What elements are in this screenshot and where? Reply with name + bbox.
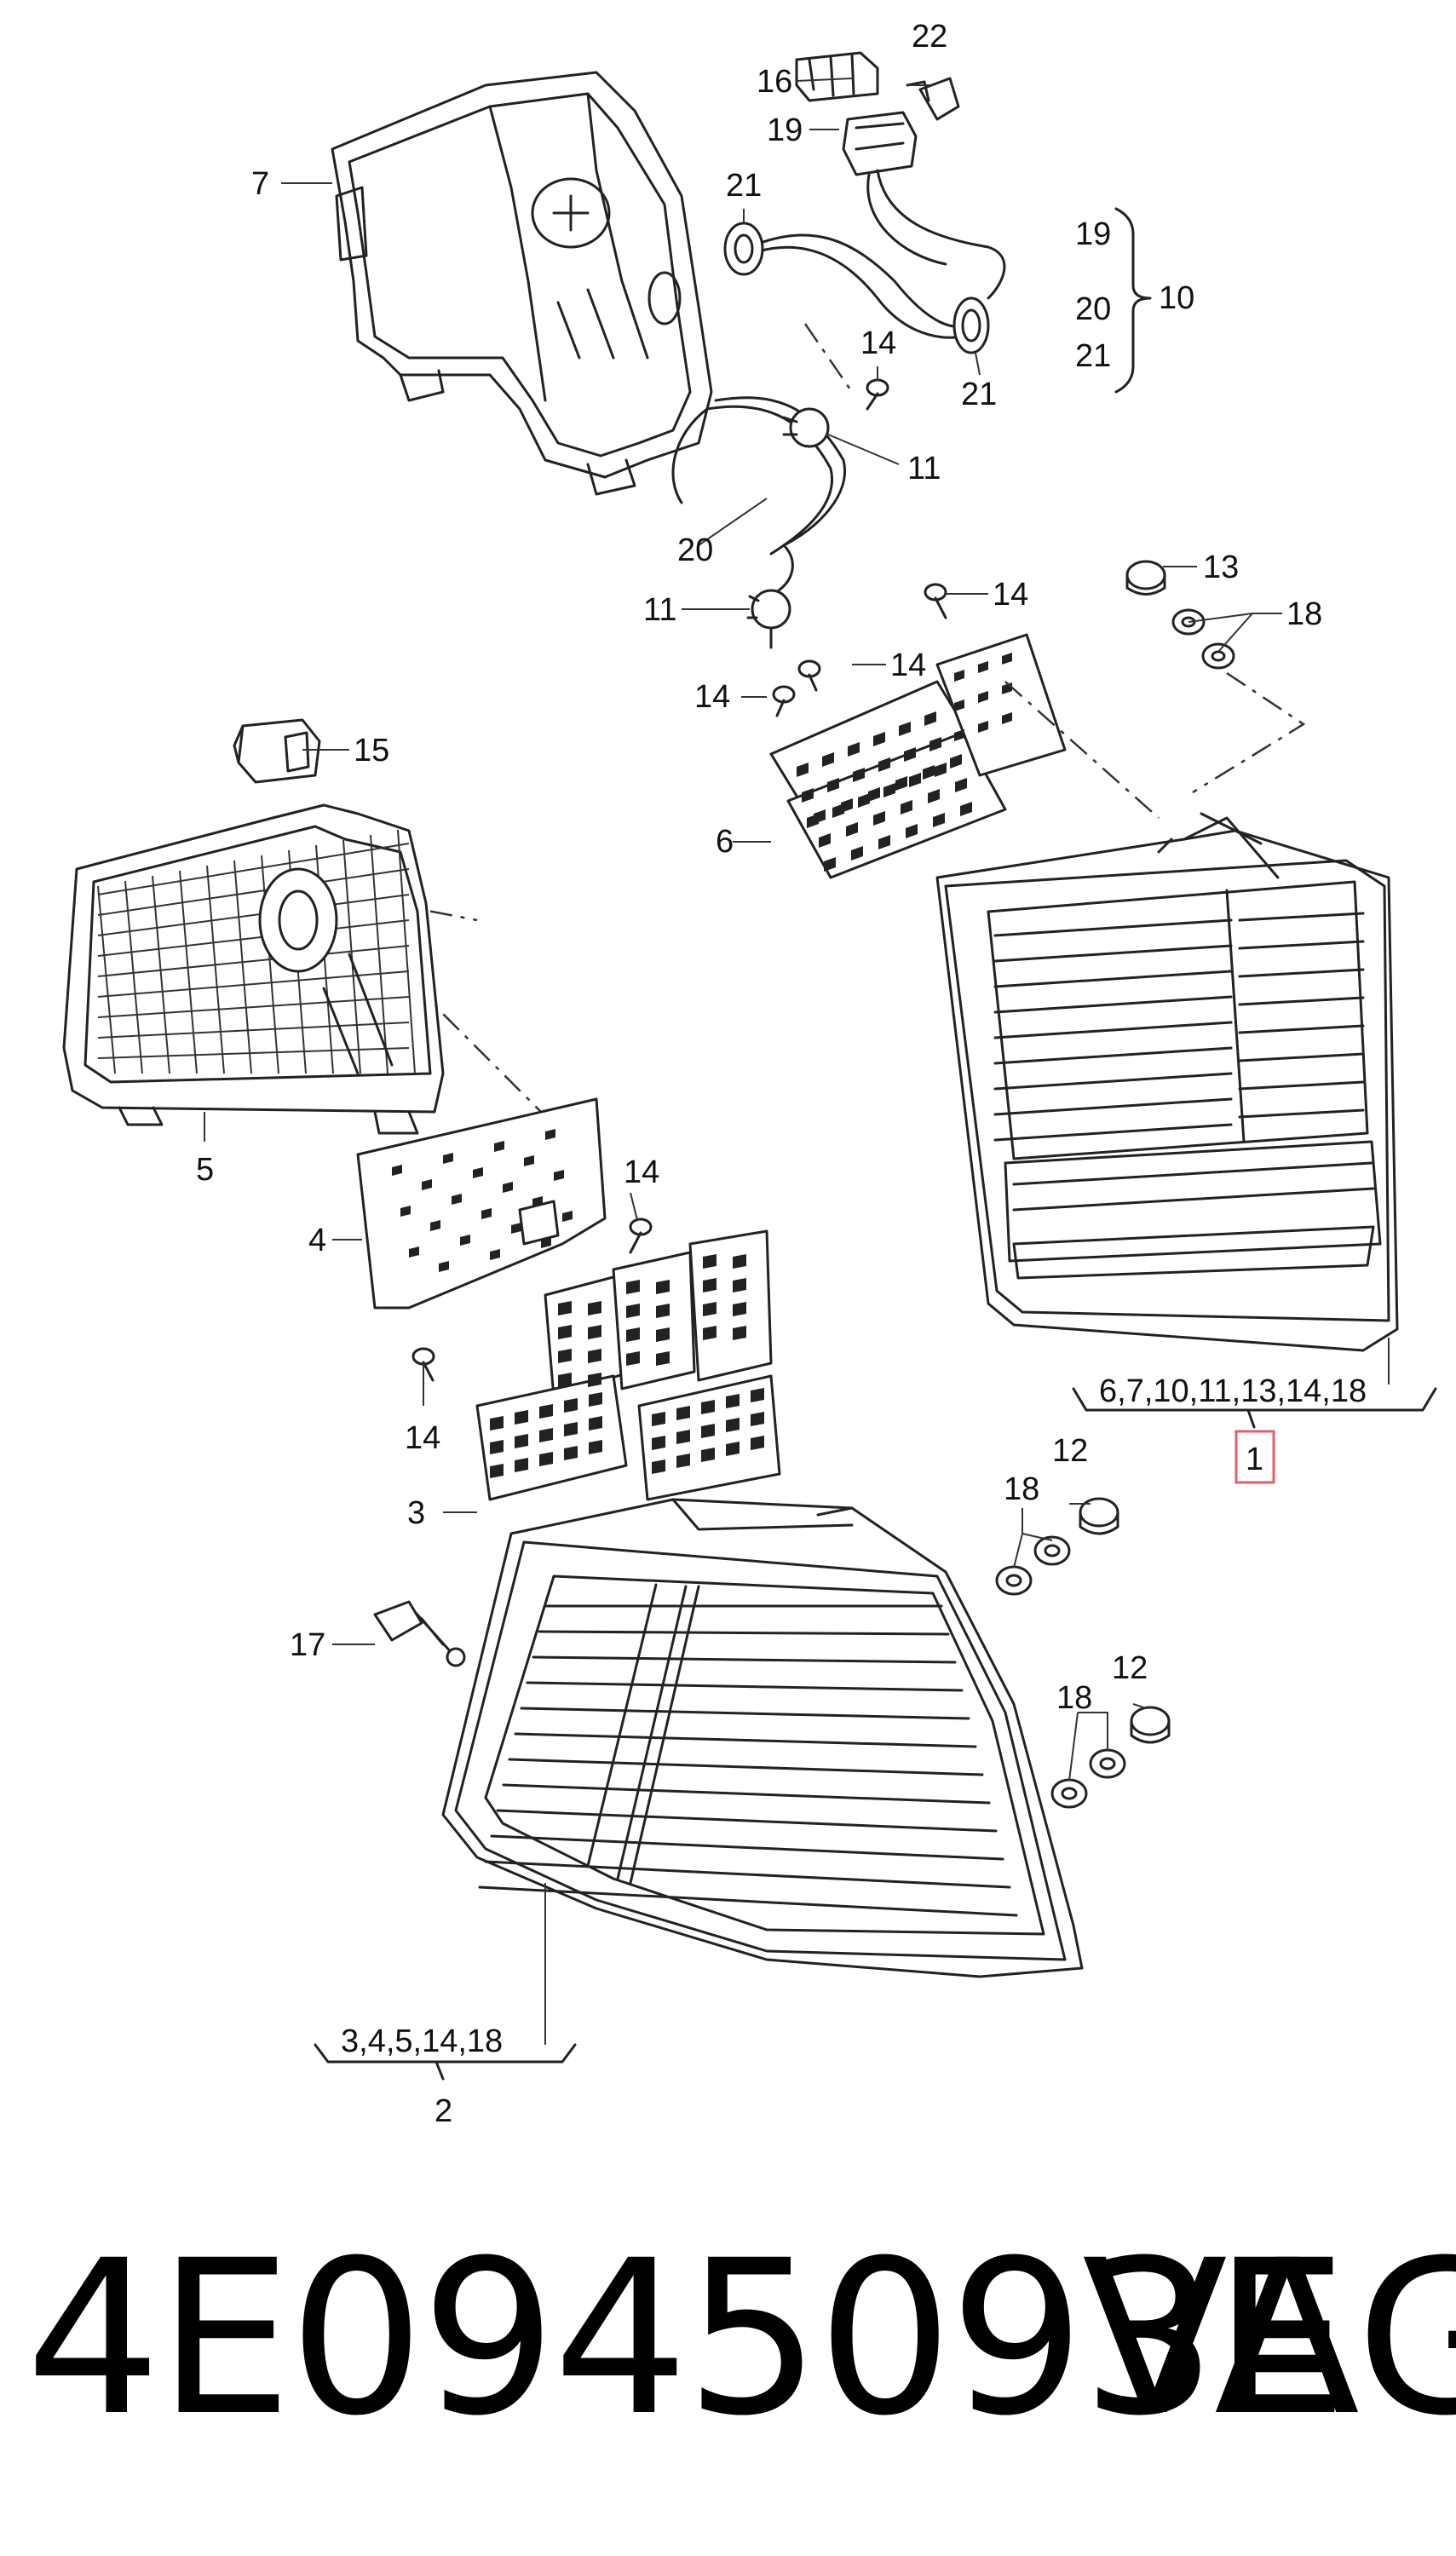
callout-13: 13 xyxy=(1203,550,1239,585)
callout-22: 22 xyxy=(912,19,947,55)
assembly-2-contents: 3,4,5,14,18 xyxy=(341,2024,503,2059)
callout-18-c: 18 xyxy=(1056,1680,1092,1716)
callout-21-c: 21 xyxy=(961,377,997,412)
part-22-clip xyxy=(906,77,960,121)
callout-21-a: 21 xyxy=(726,168,762,204)
callout-14-e: 14 xyxy=(624,1154,659,1190)
callout-1-highlight-box xyxy=(1234,1430,1275,1484)
manufacturer: VAG xyxy=(1082,2214,1456,2462)
leader-lines xyxy=(204,78,1437,2081)
callout-14-f: 14 xyxy=(405,1420,440,1456)
part-10-wiring-harness xyxy=(671,169,1006,598)
callout-14-a: 14 xyxy=(860,325,896,361)
callout-1: 1 xyxy=(1246,1442,1263,1477)
callout-7: 7 xyxy=(251,166,269,202)
part-15-connector xyxy=(233,718,321,784)
part-17-bolt xyxy=(373,1600,466,1667)
assembly-1-contents: 6,7,10,11,13,14,18 xyxy=(1099,1373,1367,1409)
part-7-housing xyxy=(331,71,713,496)
callout-17: 17 xyxy=(290,1627,325,1663)
callout-14-b: 14 xyxy=(993,577,1028,613)
part-3-led-modules xyxy=(475,1229,781,1501)
callout-15: 15 xyxy=(354,733,389,769)
callout-4: 4 xyxy=(308,1223,326,1258)
part-11-bulb xyxy=(746,407,830,649)
part-16-connector xyxy=(795,51,879,102)
callout-21-b: 21 xyxy=(1075,338,1111,374)
callout-19-a: 19 xyxy=(767,112,803,148)
callout-16: 16 xyxy=(757,64,792,100)
callout-20-b: 20 xyxy=(1075,291,1111,327)
part-1-taillight xyxy=(935,812,1399,1352)
part-12-nuts xyxy=(1079,1497,1171,1744)
part-4-led-board xyxy=(356,1097,607,1310)
part-18-washers-upper xyxy=(1171,608,1235,670)
callout-11-a: 11 xyxy=(907,451,941,486)
part-21-socket xyxy=(723,222,990,354)
callout-labels: 7 16 22 19 21 19 20 21 10 14 21 11 20 11… xyxy=(196,19,1367,2129)
part-2-taillight xyxy=(441,1498,1084,1978)
part-5-cover xyxy=(62,803,445,1135)
callout-12-b: 12 xyxy=(1112,1650,1148,1686)
part-19-socket-plug xyxy=(842,111,918,176)
part-14-screws xyxy=(411,378,947,1382)
callout-2: 2 xyxy=(434,2093,452,2129)
callout-14-c: 14 xyxy=(890,648,926,683)
callout-10: 10 xyxy=(1159,280,1194,316)
callout-12-a: 12 xyxy=(1052,1433,1088,1469)
callout-20-a: 20 xyxy=(677,532,713,568)
callout-18-a: 18 xyxy=(1286,596,1322,632)
part-6-led-board xyxy=(769,633,1067,879)
callout-14-d: 14 xyxy=(694,679,730,715)
callout-6: 6 xyxy=(716,824,734,860)
callout-11-b: 11 xyxy=(643,592,676,628)
callout-19-b: 19 xyxy=(1075,216,1111,252)
callout-3: 3 xyxy=(407,1495,425,1531)
callout-18-b: 18 xyxy=(1004,1471,1039,1507)
callout-5: 5 xyxy=(196,1152,214,1188)
part-13-nut xyxy=(1125,560,1166,596)
part-number: 4E0945093E xyxy=(26,2214,1348,2462)
